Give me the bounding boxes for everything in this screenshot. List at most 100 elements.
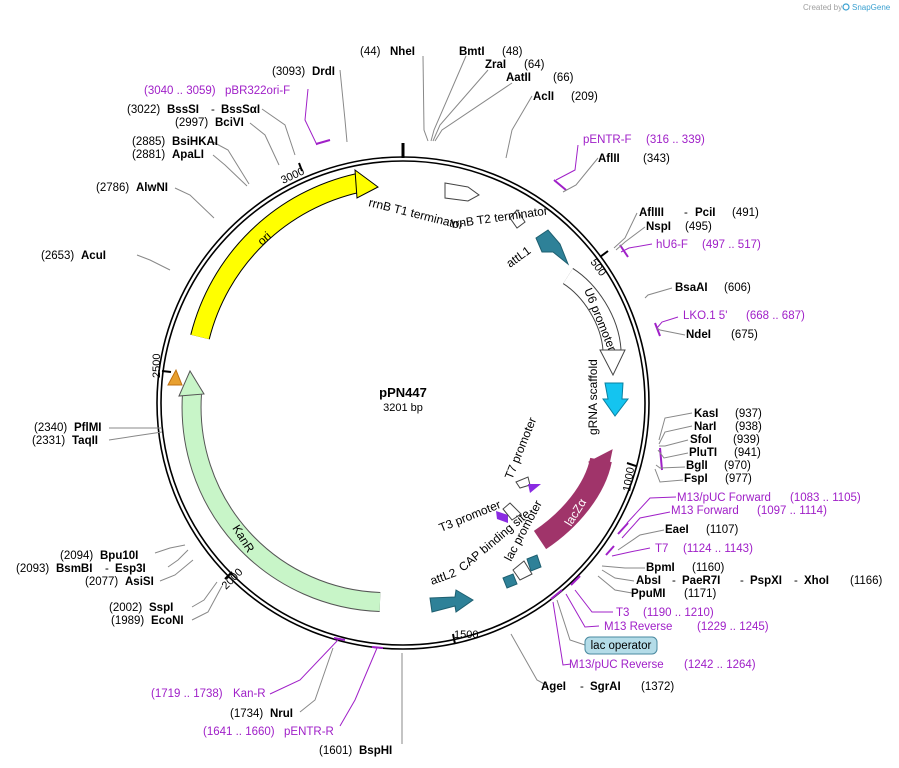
pbr322-pos: (3040 .. 3059) [144, 85, 216, 97]
ppumi-name: PpuMI [631, 588, 666, 600]
bsssi-name2: BssSαI [221, 104, 260, 116]
m13fwd-pos: (1097 .. 1114) [757, 505, 827, 517]
attl2-label: attL2 [428, 565, 458, 587]
bsmbi-pos: (2093) [16, 563, 49, 575]
tick-label-1000: 1000 [621, 466, 637, 492]
ndei-name: NdeI [686, 329, 711, 341]
drdi-name: DrdI [312, 66, 335, 78]
credit-prefix: Created by [803, 3, 842, 12]
afliii2-name: AflIII [639, 207, 664, 219]
lko-name: LKO.1 5' [683, 310, 727, 322]
bsmbi-name: BsmBI [56, 563, 92, 575]
zrai-pos: (64) [524, 59, 545, 71]
pflmi-name: PflMI [74, 422, 101, 434]
pentrr-name: pENTR-R [284, 726, 334, 738]
bgli-name: BglI [686, 460, 708, 472]
nspi-pos: (495) [685, 221, 712, 233]
snapgene-logo-icon [842, 3, 850, 11]
bcivi-pos: (2997) [175, 117, 208, 129]
agei-sep: - [580, 681, 584, 693]
kanr-primer-head [167, 368, 183, 386]
pluti-name: PluTI [689, 447, 717, 459]
lac-operator-mark [526, 554, 542, 572]
absi-name4: XhoI [804, 575, 829, 587]
bgli-pos: (970) [724, 460, 751, 472]
m13rev-uc-pos: (1242 .. 1264) [684, 659, 756, 671]
leader-lines [108, 55, 693, 744]
fspi-pos: (977) [725, 473, 752, 485]
hu6f-name: hU6-F [656, 239, 688, 251]
m13fwd-uc-pos: (1083 .. 1105) [790, 492, 861, 504]
absi-pos: (1166) [850, 575, 883, 587]
bpu10i-pos: (2094) [60, 550, 93, 562]
agei-name: AgeI [541, 681, 566, 693]
sspi-pos: (2002) [109, 602, 142, 614]
bpmi-name: BpmI [646, 562, 675, 574]
t3-site-mark [496, 511, 508, 523]
plasmid-size: 3201 bp [383, 402, 423, 414]
grna-label: gRNA scaffold [586, 359, 600, 435]
pluti-pos: (941) [734, 447, 761, 459]
ori-arrow [191, 174, 360, 340]
bmti-pos: (48) [502, 46, 523, 58]
asisi-pos: (2077) [85, 576, 118, 588]
afliii2-sep: - [684, 207, 688, 219]
bsssi-sep: - [211, 104, 215, 116]
agei-pos: (1372) [641, 681, 674, 693]
tick-label-500: 500 [588, 257, 608, 279]
kanr-arrow [182, 393, 381, 611]
lac-operator-label: lac operator [591, 640, 652, 652]
bsssi-pos: (3022) [127, 104, 160, 116]
acui-pos: (2653) [41, 250, 74, 262]
bsaai-pos: (606) [724, 282, 751, 294]
agei-name2: SgrAI [590, 681, 621, 693]
tick-label-1500: 1500 [454, 629, 478, 641]
absi-name3: PspXI [750, 575, 782, 587]
afliii-name: AflII [598, 153, 620, 165]
kanr-primer-name: Kan-R [233, 688, 266, 700]
site-labels-left: (1601) BspHI (1641 .. 1660) pENTR-R (173… [16, 66, 392, 757]
ori-arrowhead [354, 168, 379, 199]
bsssi-name: BssSI [167, 104, 199, 116]
kasi-name: KasI [694, 408, 718, 420]
lacz-arrow [533, 457, 612, 550]
zrai-name: ZraI [485, 59, 506, 71]
rrnb-t1-arrow [444, 182, 480, 202]
nari-name: NarI [694, 421, 716, 433]
nrui-name: NruI [270, 708, 293, 720]
afliii-pos: (343) [643, 153, 670, 165]
rrnb-t2-label: rrnB T2 terminator [450, 204, 548, 231]
ndei-pos: (675) [731, 329, 758, 341]
t7-site-mark [528, 484, 541, 493]
sfoi-name: SfoI [690, 434, 712, 446]
lacz-arrowhead [588, 449, 613, 475]
asisi-name: AsiSI [125, 576, 154, 588]
kasi-pos: (937) [735, 408, 762, 420]
afliii2-name2: PciI [695, 207, 715, 219]
acui-name: AcuI [81, 250, 106, 262]
sspi-name: SspI [149, 602, 173, 614]
taqii-name: TaqII [72, 435, 98, 447]
t3-promoter-label: T3 promoter [437, 497, 503, 534]
taqii-pos: (2331) [32, 435, 65, 447]
absi-name2: PaeR7I [682, 575, 720, 587]
afliii2-pos: (491) [732, 207, 759, 219]
bsmbi-name2: Esp3I [115, 563, 146, 575]
absi-sep: - [672, 575, 676, 587]
eaei-name: EaeI [665, 524, 689, 536]
aatii-name: AatII [506, 72, 531, 84]
grna-arrow [602, 382, 630, 417]
lac-operator-box [584, 636, 658, 655]
acli-pos: (209) [571, 91, 598, 103]
t3-name: T3 [616, 607, 629, 619]
bmti-name: BmtI [459, 46, 485, 58]
nrui-pos: (1734) [230, 708, 263, 720]
econi-name: EcoNI [151, 615, 184, 627]
m13rev-uc-name: M13/pUC Reverse [569, 659, 664, 671]
t7-pos: (1124 .. 1143) [683, 543, 753, 555]
t3-pos: (1190 .. 1210) [643, 607, 714, 619]
bpmi-pos: (1160) [692, 562, 725, 574]
econi-pos: (1989) [111, 615, 144, 627]
bsihkai-pos: (2885) [132, 136, 165, 148]
